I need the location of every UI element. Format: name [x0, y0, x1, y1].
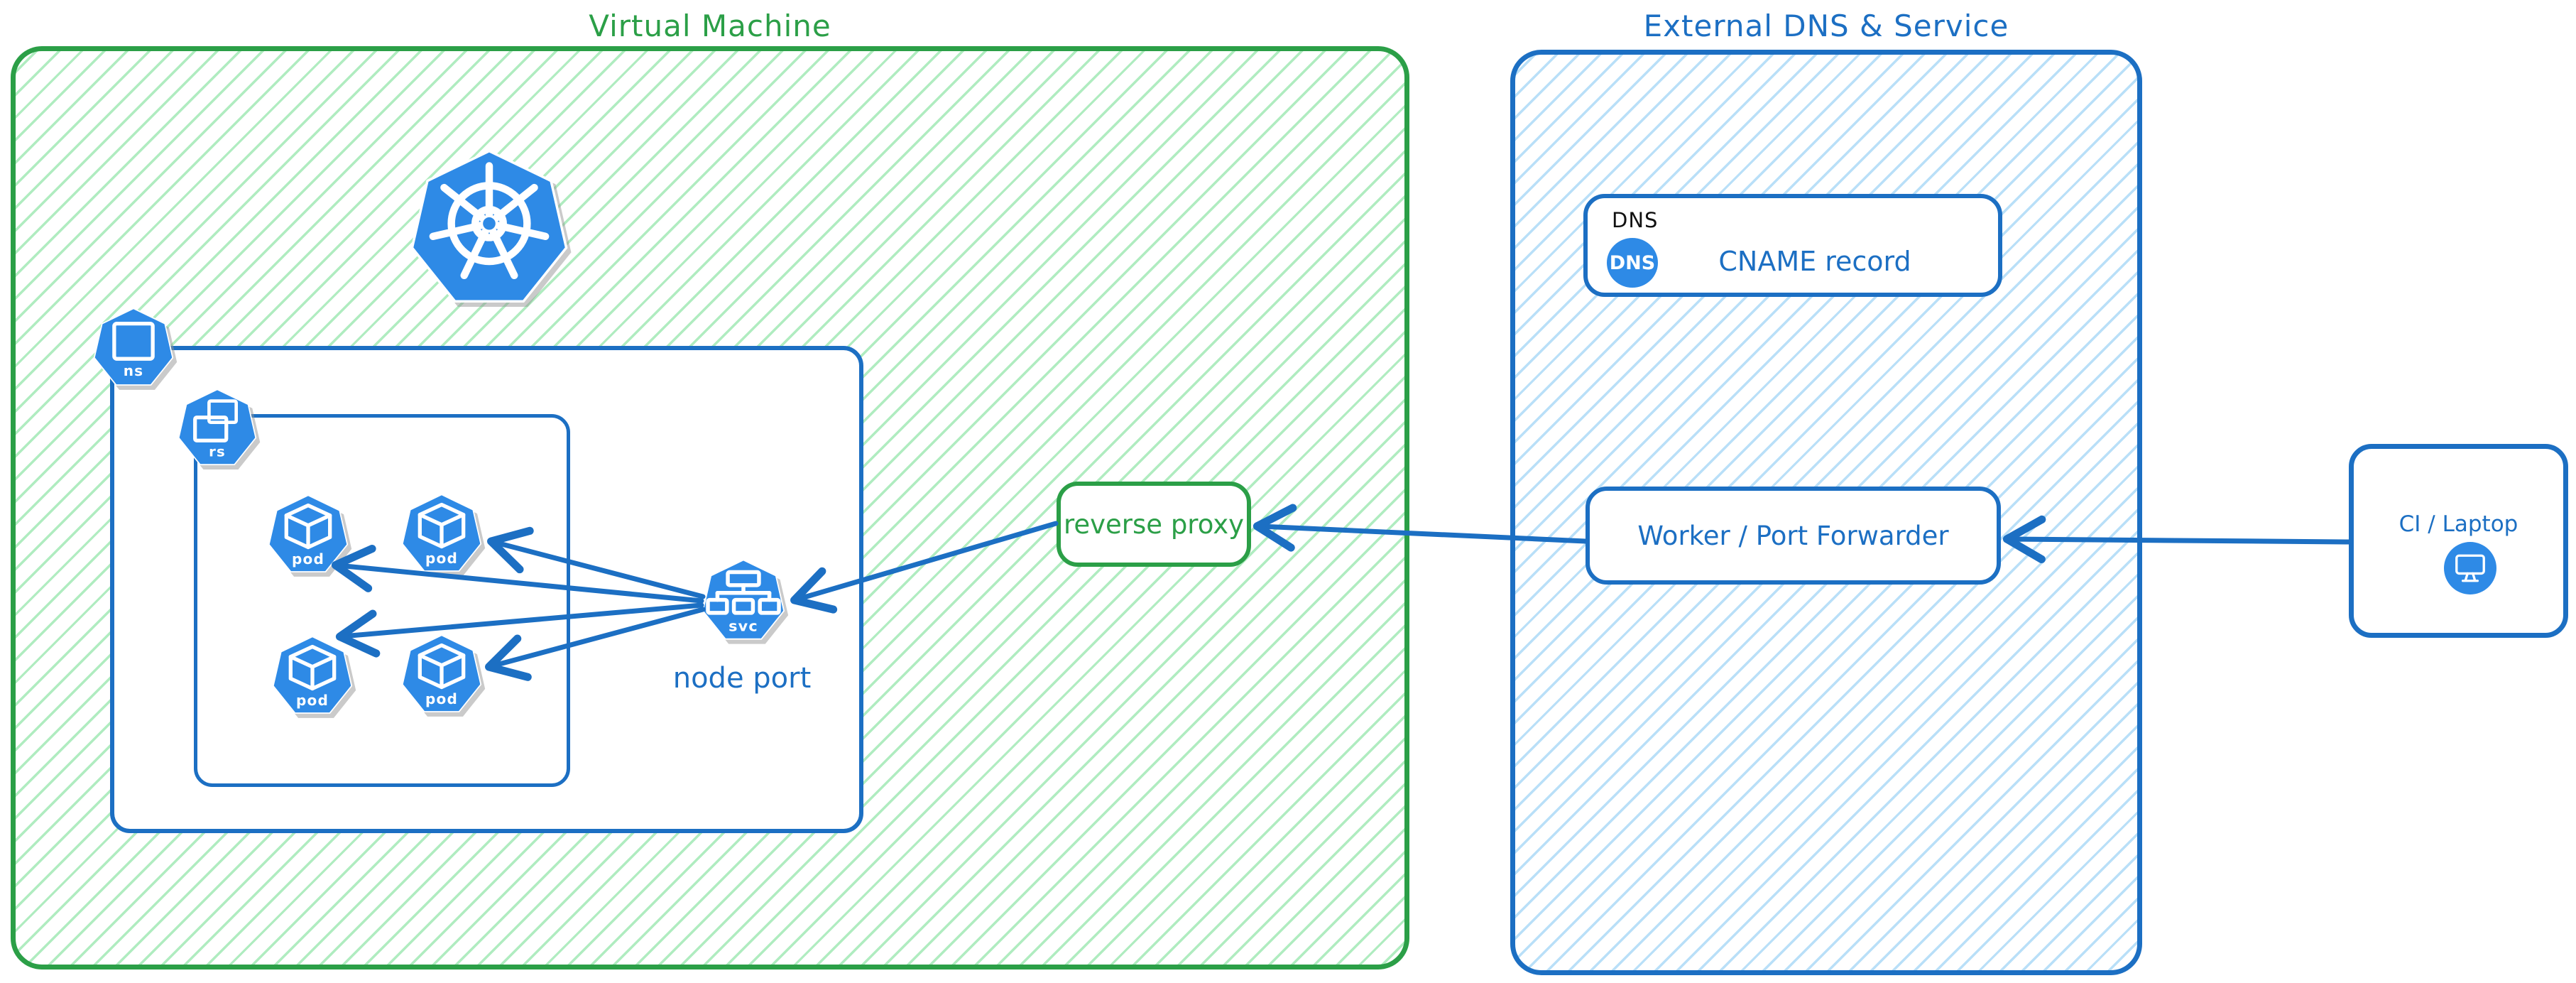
worker-port-forwarder-label: Worker / Port Forwarder — [1637, 520, 1949, 551]
pod-icon: pod — [268, 494, 349, 572]
pod-icon-label: pod — [425, 550, 458, 567]
pod-icon: pod — [272, 636, 353, 714]
reverse-proxy-node: reverse proxy — [1057, 482, 1251, 567]
pod-icon: pod — [401, 494, 482, 572]
ci-laptop-node: CI / Laptop — [2349, 444, 2568, 638]
laptop-monitor-icon — [2444, 542, 2496, 594]
replicaset-icon-label: rs — [209, 443, 226, 460]
cname-record-node: DNS DNS CNAME record — [1583, 194, 2002, 297]
dns-badge-label: DNS — [1609, 251, 1656, 274]
external-zone-title: External DNS & Service — [1643, 8, 2009, 43]
replicaset-icon: rs — [178, 389, 257, 465]
kubernetes-logo-icon — [410, 149, 568, 303]
vm-zone-title: Virtual Machine — [589, 8, 831, 43]
pod-icon-label: pod — [425, 690, 458, 707]
service-icon-label: svc — [728, 617, 758, 634]
ci-laptop-label: CI / Laptop — [2398, 511, 2518, 537]
dns-tag: DNS — [1612, 208, 1659, 232]
node-port-caption: node port — [672, 662, 812, 695]
namespace-icon-label: ns — [124, 362, 144, 379]
worker-port-forwarder-node: Worker / Port Forwarder — [1586, 487, 2001, 585]
cname-record-label: CNAME record — [1718, 246, 1911, 277]
reverse-proxy-label: reverse proxy — [1063, 509, 1244, 540]
pod-icon: pod — [401, 634, 482, 712]
pod-icon-label: pod — [292, 550, 324, 567]
service-icon: svc — [702, 559, 785, 640]
pod-icon-label: pod — [296, 692, 329, 709]
dns-badge-icon: DNS — [1607, 238, 1658, 288]
namespace-icon: ns — [93, 308, 174, 386]
